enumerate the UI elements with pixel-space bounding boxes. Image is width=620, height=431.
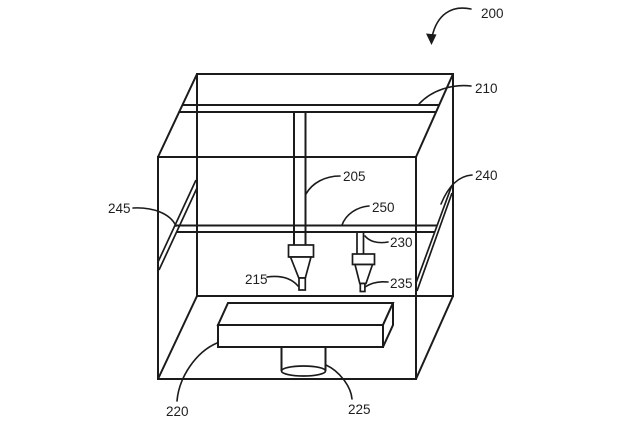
leader-225 — [325, 364, 353, 400]
top-rail-lines — [179, 104, 440, 113]
support-cylinder-sides — [280, 347, 327, 371]
platform-front-face — [217, 324, 384, 348]
crossbeam-lines — [175, 224, 437, 233]
ref-label-235: 235 — [390, 276, 413, 291]
right-wall-rail-lines — [415, 184, 453, 292]
leader-205 — [305, 175, 341, 195]
right-extruder-nozzle-tip — [359, 282, 366, 293]
leader-250 — [341, 205, 370, 226]
right-extruder-nozzle-cone — [353, 263, 374, 285]
platform-top-face — [216, 302, 395, 326]
crossbeam — [175, 224, 437, 233]
left-extruder — [287, 244, 315, 291]
leader-215 — [266, 275, 299, 287]
right-extruder-shaft — [356, 232, 365, 254]
leader-245 — [132, 207, 177, 227]
reference-labels: 200 210 205 240 250 245 230 215 235 220 … — [108, 6, 504, 419]
left-extruder-nozzle-cone — [289, 256, 313, 279]
arrow-200-curve — [431, 7, 472, 38]
leader-220 — [176, 342, 218, 402]
gantry-shaft-lines — [293, 112, 307, 245]
platform-right-face — [382, 302, 394, 348]
left-wall-rail-lines — [157, 179, 198, 271]
ref-label-240: 240 — [475, 168, 498, 183]
arrow-200-head — [426, 33, 437, 45]
box-connecting-edges — [157, 73, 454, 380]
build-platform — [216, 302, 395, 348]
left-extruder-body — [287, 244, 315, 258]
reference-arrow-200 — [426, 7, 472, 45]
leader-240 — [440, 174, 473, 205]
ref-label-200: 200 — [481, 6, 504, 21]
leader-lines — [132, 84, 473, 402]
left-wall-rail — [157, 179, 198, 271]
support-cylinder — [280, 347, 327, 377]
leader-230 — [364, 235, 389, 244]
ref-label-210: 210 — [475, 81, 498, 96]
ref-label-250: 250 — [372, 200, 395, 215]
leader-210 — [418, 84, 472, 105]
right-extruder — [351, 232, 376, 293]
gantry-shaft — [293, 112, 307, 245]
right-extruder-body — [351, 253, 376, 266]
ref-label-225: 225 — [348, 402, 371, 417]
enclosure-box — [157, 73, 454, 380]
ref-label-205: 205 — [343, 169, 366, 184]
ref-label-230: 230 — [390, 235, 413, 250]
support-cylinder-bottom — [280, 365, 327, 377]
ref-label-215: 215 — [245, 272, 268, 287]
leader-235 — [364, 280, 389, 288]
ref-label-245: 245 — [108, 201, 131, 216]
left-extruder-nozzle-tip — [298, 277, 307, 291]
top-rail — [179, 104, 440, 113]
right-wall-rail — [415, 184, 453, 292]
box-rear-face — [196, 73, 454, 297]
ref-label-220: 220 — [166, 404, 189, 419]
